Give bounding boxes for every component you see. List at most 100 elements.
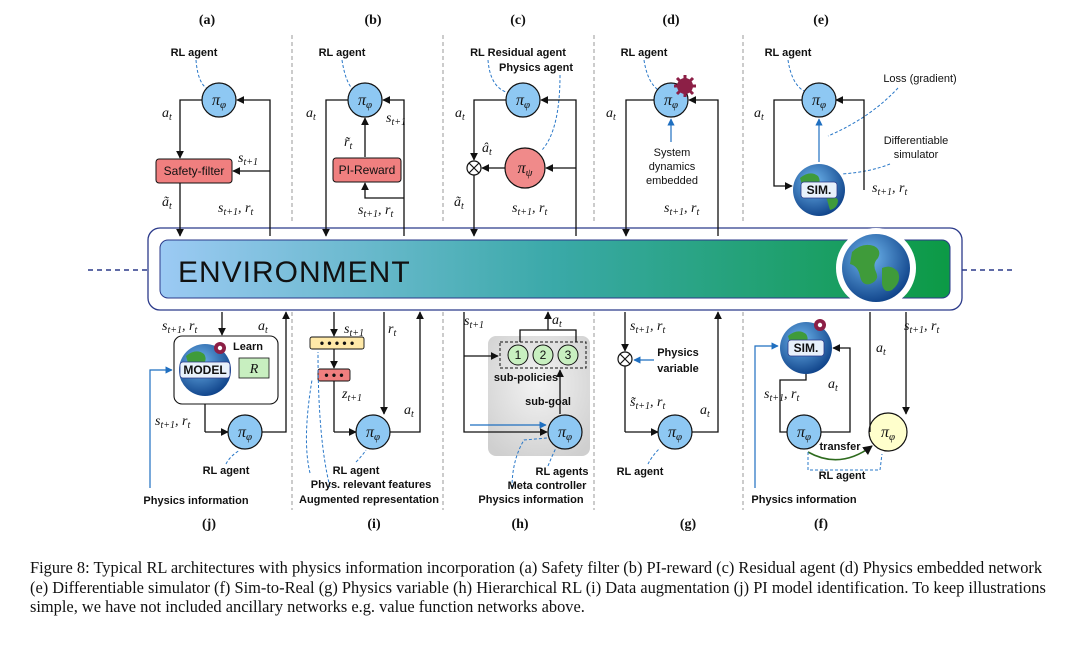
svg-text:rt: rt bbox=[388, 322, 396, 339]
svg-text:st+1, rt: st+1, rt bbox=[218, 201, 253, 218]
panel-d: (d) RL agent πφ at System dynamics embed… bbox=[606, 13, 719, 237]
panel-i-features-label: Phys. relevant features bbox=[311, 479, 431, 491]
safety-filter-label: Safety-filter bbox=[164, 164, 225, 178]
panel-g-letter: (g) bbox=[680, 517, 697, 532]
panel-h-letter: (h) bbox=[511, 517, 528, 532]
panel-b: (b) RL agent πφ at st+1 r̃t PI-Reward st… bbox=[306, 13, 406, 237]
svg-text:st+1: st+1 bbox=[386, 111, 406, 128]
physics-variable-2: variable bbox=[657, 363, 699, 375]
svg-text:at: at bbox=[258, 319, 268, 336]
svg-text:ãt: ãt bbox=[454, 195, 464, 212]
environment-bar: ENVIRONMENT bbox=[88, 227, 1015, 311]
panel-i-agent-label: RL agent bbox=[333, 465, 380, 477]
panel-f: SIM. st+1, rt πφ at transfer πφ at st+1,… bbox=[751, 312, 939, 532]
svg-text:at: at bbox=[754, 106, 764, 123]
panel-b-letter: (b) bbox=[364, 13, 381, 28]
embedded-label: embedded bbox=[646, 175, 698, 187]
model-label: MODEL bbox=[183, 363, 226, 377]
panel-e-agent-label: RL agent bbox=[765, 47, 812, 59]
sim-label-f: SIM. bbox=[794, 341, 819, 355]
panel-d-agent-label: RL agent bbox=[621, 47, 668, 59]
panel-c-agent-label: RL Residual agent bbox=[470, 47, 566, 59]
panel-h-meta-label: Meta controller bbox=[508, 480, 588, 492]
svg-text:at: at bbox=[700, 403, 710, 420]
svg-text:at: at bbox=[876, 341, 886, 358]
panel-c-letter: (c) bbox=[510, 13, 526, 28]
sub-policy-3: 3 bbox=[565, 348, 572, 362]
panel-j: st+1, rt at MODEL Learn R st+1, rt πφ RL… bbox=[143, 311, 290, 532]
physics-variable-1: Physics bbox=[657, 347, 699, 359]
system-label: System bbox=[654, 147, 691, 159]
differentiable-label: Differentiable bbox=[884, 135, 949, 147]
svg-text:at: at bbox=[306, 106, 316, 123]
svg-text:at: at bbox=[828, 377, 838, 394]
sim-globe-icon: SIM. bbox=[793, 164, 845, 216]
svg-text:• • • • •: • • • • • bbox=[320, 336, 354, 350]
model-globe-icon: MODEL bbox=[179, 342, 231, 396]
globe-icon bbox=[836, 228, 916, 308]
panel-f-agent-label: RL agent bbox=[819, 470, 866, 482]
svg-text:st+1: st+1 bbox=[464, 314, 484, 331]
panel-e-letter: (e) bbox=[813, 13, 829, 28]
transfer-label: transfer bbox=[820, 441, 862, 453]
figure-caption: Figure 8: Typical RL architectures with … bbox=[30, 558, 1046, 616]
sim-globe-f-icon: SIM. bbox=[780, 319, 832, 374]
svg-text:st+1, rt: st+1, rt bbox=[358, 203, 393, 220]
svg-text:s̃t+1, rt: s̃t+1, rt bbox=[630, 395, 665, 412]
panel-c-physics-agent-label: Physics agent bbox=[499, 62, 573, 74]
panel-h-physics-label: Physics information bbox=[478, 494, 583, 506]
svg-text:at: at bbox=[455, 106, 465, 123]
pi-reward-label: PI-Reward bbox=[339, 163, 396, 177]
svg-text:st+1, rt: st+1, rt bbox=[904, 319, 939, 336]
panel-j-physics-label: Physics information bbox=[143, 495, 248, 507]
svg-text:at: at bbox=[552, 313, 562, 330]
svg-text:st+1, rt: st+1, rt bbox=[155, 414, 190, 431]
panel-h-agent-label: RL agents bbox=[536, 466, 589, 478]
panel-i-augmented-label: Augmented representation bbox=[299, 494, 439, 506]
panel-g: st+1, rt Physics variable s̃t+1, rt πφ a… bbox=[617, 311, 722, 532]
panel-d-letter: (d) bbox=[662, 13, 679, 28]
svg-text:r̃t: r̃t bbox=[344, 135, 352, 152]
svg-text:• • •: • • • bbox=[324, 368, 343, 382]
svg-text:st+1, rt: st+1, rt bbox=[162, 319, 197, 336]
panel-f-physics-label: Physics information bbox=[751, 494, 856, 506]
panel-b-agent-label: RL agent bbox=[319, 47, 366, 59]
panel-separators bbox=[291, 35, 744, 510]
panel-i-letter: (i) bbox=[367, 517, 381, 532]
svg-text:at: at bbox=[162, 106, 172, 123]
rl-architectures-diagram: ENVIRONMENT (a) RL agent πφ at Safety-fi… bbox=[88, 13, 1015, 532]
svg-text:at: at bbox=[606, 106, 616, 123]
panel-i: st+1 rt • • • • • • • • zt+1 πφ at RL ag… bbox=[299, 311, 439, 532]
r-label: R bbox=[249, 362, 259, 377]
sim-label-e: SIM. bbox=[807, 183, 832, 197]
learn-label: Learn bbox=[233, 341, 263, 353]
panel-c: (c) RL Residual agent Physics agent πφ π… bbox=[454, 13, 577, 237]
dynamics-label: dynamics bbox=[649, 161, 696, 173]
sub-goal-label: sub-goal bbox=[525, 396, 571, 408]
panel-a-letter: (a) bbox=[199, 13, 216, 28]
panel-j-agent-label: RL agent bbox=[203, 465, 250, 477]
panel-h: st+1 at 1 2 3 sub-policies sub-goal πφ R… bbox=[463, 311, 590, 532]
loss-gradient-label: Loss (gradient) bbox=[883, 73, 956, 85]
svg-text:st+1: st+1 bbox=[238, 151, 258, 168]
svg-text:st+1, rt: st+1, rt bbox=[872, 181, 907, 198]
simulator-label: simulator bbox=[894, 149, 939, 161]
svg-text:ãt: ãt bbox=[162, 195, 172, 212]
sub-policies-label: sub-policies bbox=[494, 372, 558, 384]
panel-a: (a) RL agent πφ at Safety-filter ãt st+1… bbox=[155, 13, 271, 237]
sub-policy-2: 2 bbox=[540, 348, 547, 362]
environment-label: ENVIRONMENT bbox=[178, 256, 411, 289]
panel-j-letter: (j) bbox=[202, 517, 216, 532]
svg-text:at: at bbox=[404, 403, 414, 420]
panel-f-letter: (f) bbox=[814, 517, 828, 532]
svg-text:st+1, rt: st+1, rt bbox=[630, 319, 665, 336]
svg-text:ât: ât bbox=[482, 141, 492, 158]
gear-icon bbox=[674, 75, 696, 97]
svg-text:st+1, rt: st+1, rt bbox=[764, 387, 799, 404]
svg-text:st+1, rt: st+1, rt bbox=[664, 201, 699, 218]
sub-policy-1: 1 bbox=[515, 348, 522, 362]
panel-e: (e) RL agent πφ Loss (gradient) Differen… bbox=[754, 13, 957, 216]
svg-text:st+1, rt: st+1, rt bbox=[512, 201, 547, 218]
svg-text:zt+1: zt+1 bbox=[341, 387, 362, 404]
pi-real-node bbox=[868, 412, 908, 452]
